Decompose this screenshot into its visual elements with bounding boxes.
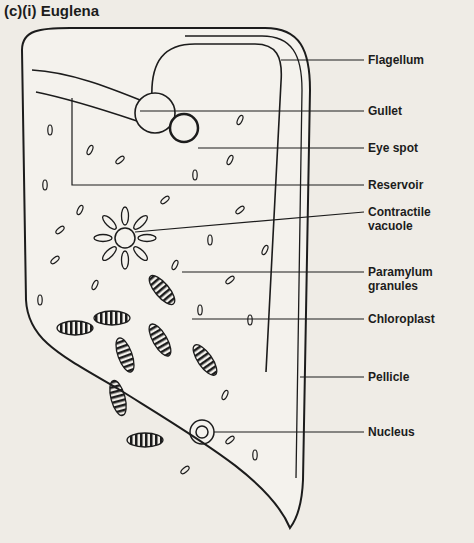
leader-line [214, 431, 364, 432]
chloroplast [127, 433, 163, 447]
part-label: Gullet [368, 104, 466, 118]
leader-line [281, 59, 364, 60]
leader-line [135, 212, 364, 232]
part-label: Nucleus [368, 425, 466, 439]
chloroplast [189, 341, 221, 379]
vacuole-vesicle [94, 235, 112, 242]
leader-line [192, 318, 364, 319]
paramylum-granule [208, 235, 212, 245]
part-label: Pellicle [368, 370, 466, 384]
nucleus-outer [190, 420, 214, 444]
part-label: Reservoir [368, 178, 466, 192]
paramylum-granule [236, 115, 244, 126]
chloroplast [145, 272, 179, 309]
paramylum-granule [171, 260, 179, 271]
paramylum-granule [91, 280, 99, 291]
chloroplast [94, 311, 130, 325]
paramylum-granule [225, 435, 235, 445]
paramylum-granule [180, 465, 190, 475]
vacuole-vesicle [101, 214, 119, 232]
paramylum-granule [43, 180, 47, 190]
pellicle-inner-line [185, 36, 302, 478]
paramylum-granule [86, 145, 94, 156]
part-label: Paramylum granules [368, 265, 466, 293]
leader-lines [72, 60, 364, 432]
flagellum [152, 44, 282, 372]
gullet [32, 70, 140, 122]
paramylum-granule [55, 225, 65, 235]
vacuole-vesicle [132, 214, 150, 232]
leader-line [182, 271, 364, 272]
paramylum-granule [225, 275, 235, 285]
vacuole-vesicle [138, 235, 156, 242]
vacuole-vesicle [132, 245, 150, 263]
part-label: Eye spot [368, 141, 466, 155]
paramylum-granule [235, 205, 245, 215]
paramylum-granule [160, 195, 170, 205]
leader-line [300, 376, 364, 377]
paramylum-granule [253, 450, 257, 460]
part-label: Chloroplast [368, 312, 466, 326]
leader-line [140, 110, 364, 111]
body-outline [22, 28, 310, 528]
paramylum-granule [226, 155, 234, 166]
figure-title: (c)(i) Euglena [4, 2, 99, 20]
contractile-vacuole [115, 228, 135, 248]
chloroplast [107, 379, 130, 417]
part-label: Contractile vacuole [368, 205, 466, 233]
paramylum-granule [221, 390, 229, 401]
paramylum-granule [48, 125, 52, 135]
paramylum-granule [50, 255, 60, 265]
leader-line [198, 147, 364, 148]
paramylum-granule [198, 305, 202, 315]
nucleus-inner [196, 426, 208, 438]
part-label: Flagellum [368, 53, 466, 67]
vacuole-vesicle [101, 245, 119, 263]
vacuole-vesicle [122, 251, 129, 269]
chloroplast [112, 336, 137, 375]
vacuole-vesicle [122, 207, 129, 225]
chloroplast [145, 321, 175, 359]
paramylum-granule [193, 170, 197, 180]
paramylum-granule [76, 205, 84, 216]
paramylum-granule [248, 315, 252, 325]
eye-spot [170, 114, 198, 142]
leader-line [72, 98, 364, 185]
paramylum-granule [261, 245, 269, 256]
paramylum-granule [115, 155, 125, 165]
paramylum-granule [38, 295, 42, 305]
chloroplast [57, 321, 93, 335]
